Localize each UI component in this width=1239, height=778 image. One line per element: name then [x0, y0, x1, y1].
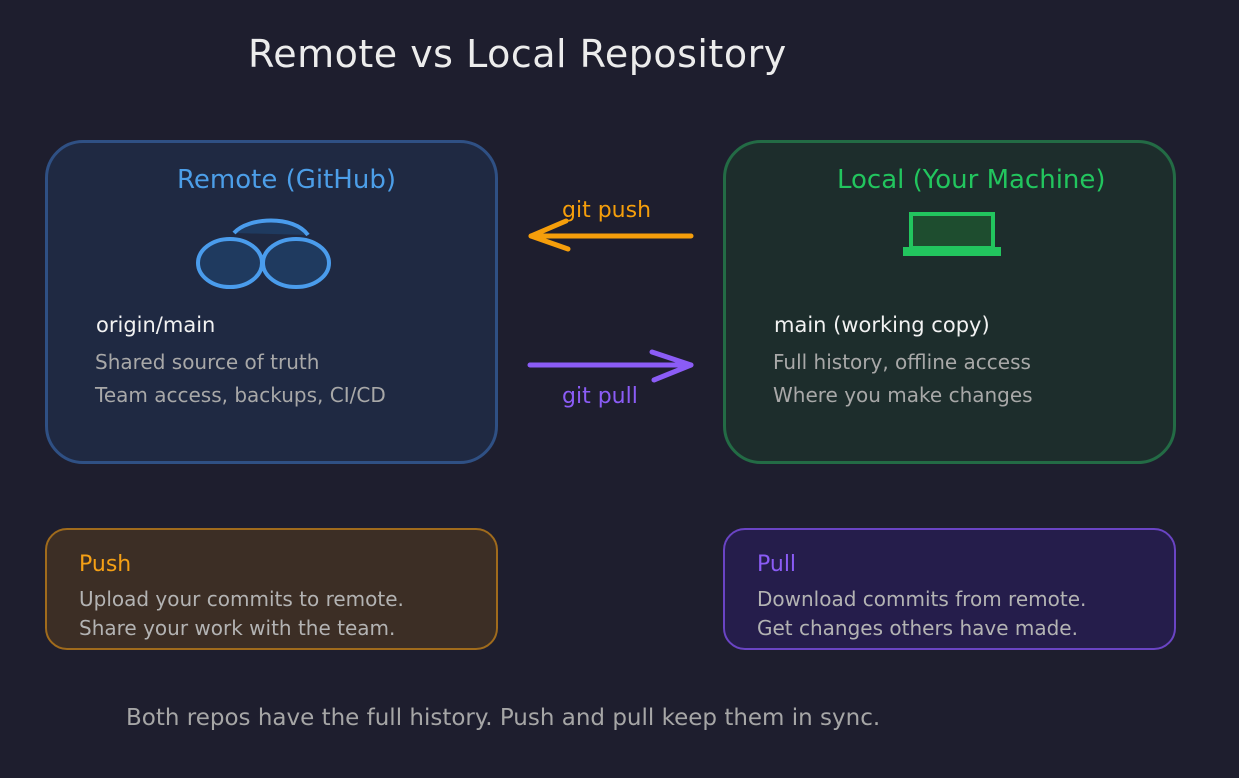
git-push-label: git push [562, 198, 652, 223]
remote-repo-panel: Remote (GitHub) origin/main Shared sourc… [45, 140, 498, 464]
pull-card-line: Download commits from remote. [757, 587, 1087, 611]
remote-branch-name: origin/main [96, 313, 216, 337]
remote-desc-line: Shared source of truth [95, 350, 320, 374]
push-info-card: Push Upload your commits to remote. Shar… [45, 528, 498, 650]
local-branch-name: main (working copy) [774, 313, 990, 337]
laptop-icon [903, 212, 1001, 256]
local-desc-line: Where you make changes [773, 383, 1033, 407]
local-panel-title: Local (Your Machine) [837, 165, 1106, 195]
local-desc-line: Full history, offline access [773, 350, 1031, 374]
footer-note: Both repos have the full history. Push a… [126, 705, 881, 731]
pull-card-line: Get changes others have made. [757, 616, 1078, 640]
remote-panel-title: Remote (GitHub) [177, 165, 396, 195]
pull-card-title: Pull [757, 552, 797, 577]
remote-desc-line: Team access, backups, CI/CD [95, 383, 386, 407]
push-arrow [528, 218, 694, 252]
cloud-icon [196, 218, 331, 289]
pull-info-card: Pull Download commits from remote. Get c… [723, 528, 1176, 650]
local-repo-panel: Local (Your Machine) main (working copy)… [723, 140, 1176, 464]
push-card-line: Upload your commits to remote. [79, 587, 404, 611]
git-pull-label: git pull [562, 384, 638, 409]
diagram-title: Remote vs Local Repository [248, 32, 787, 76]
pull-arrow [527, 349, 694, 383]
push-card-title: Push [79, 552, 132, 577]
push-card-line: Share your work with the team. [79, 616, 396, 640]
